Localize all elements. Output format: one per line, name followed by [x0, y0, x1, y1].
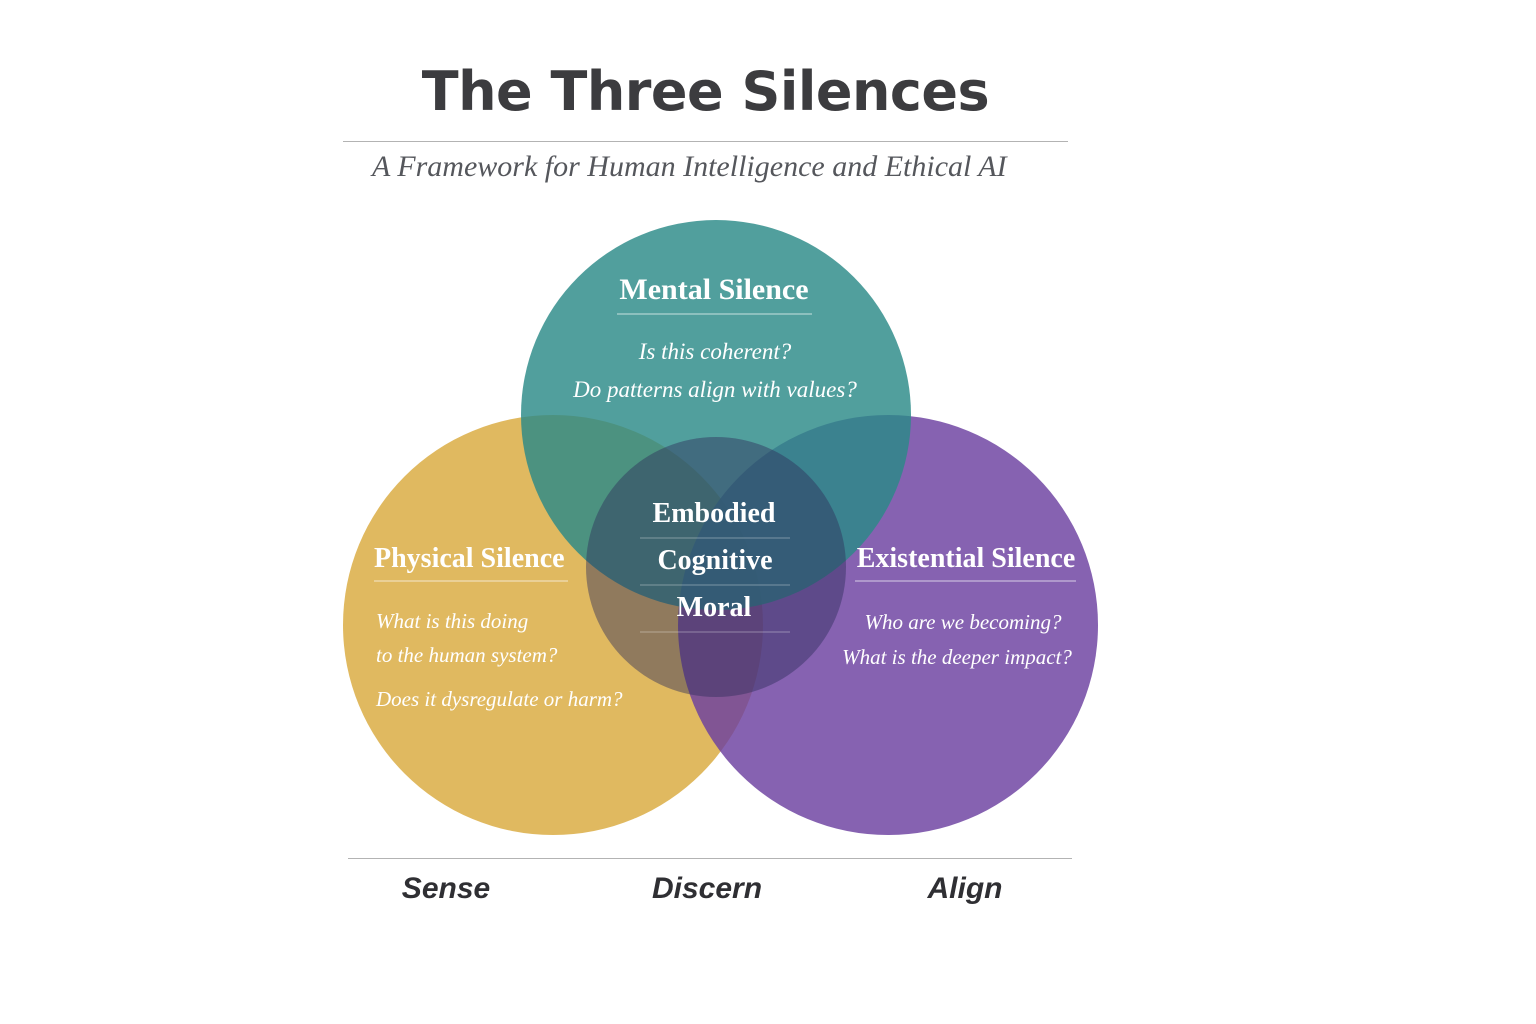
footer-label-align: Align: [927, 872, 1003, 905]
physical-question-1: What is this doing: [376, 609, 528, 633]
existential-silence-heading: Existential Silence: [857, 543, 1076, 574]
center-item-embodied: Embodied: [653, 498, 776, 529]
physical-question-2: to the human system?: [376, 643, 558, 667]
physical-silence-heading: Physical Silence: [374, 543, 565, 574]
subtitle: A Framework for Human Intelligence and E…: [372, 150, 1007, 183]
mental-question-1: Is this coherent?: [638, 339, 792, 364]
footer-divider: [348, 858, 1072, 859]
mental-silence-heading: Mental Silence: [619, 273, 808, 306]
title-divider: [343, 141, 1068, 142]
existential-question-1: Who are we becoming?: [865, 610, 1062, 634]
center-circle: [586, 437, 846, 697]
center-item-moral: Moral: [677, 592, 752, 623]
center-item-cognitive: Cognitive: [657, 545, 772, 576]
page-title: The Three Silences: [421, 60, 990, 123]
footer-label-sense: Sense: [401, 872, 491, 905]
mental-silence-circle: [521, 220, 911, 610]
physical-question-3: Does it dysregulate or harm?: [375, 687, 623, 711]
existential-question-2: What is the deeper impact?: [842, 645, 1072, 669]
mental-question-2: Do patterns align with values?: [572, 377, 857, 402]
footer-label-discern: Discern: [651, 872, 763, 905]
